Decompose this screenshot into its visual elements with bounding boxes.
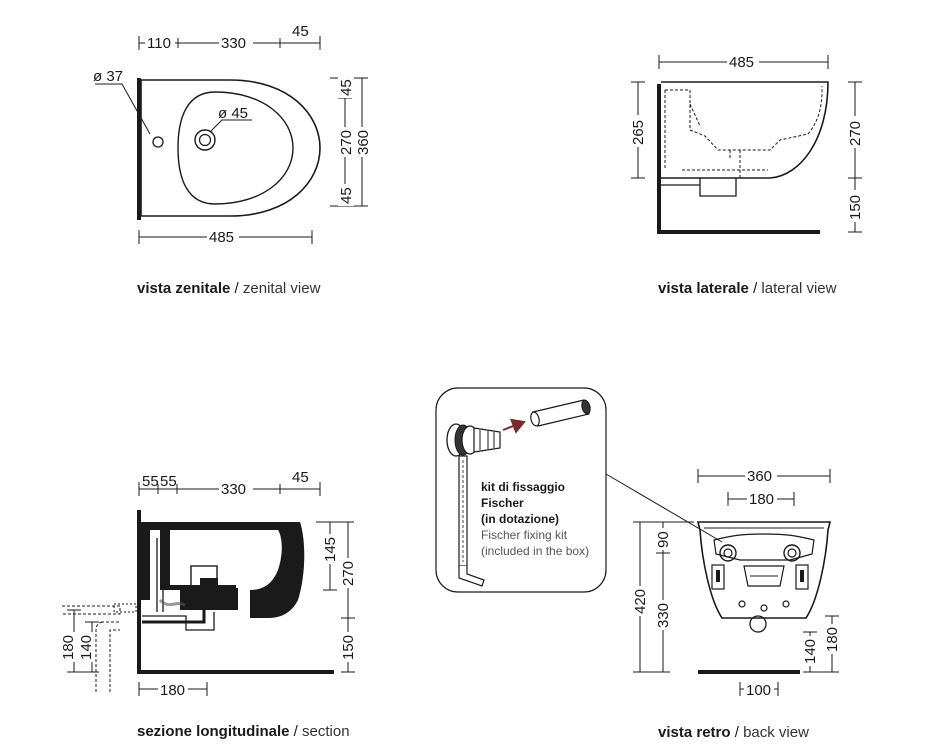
lateral-drain — [699, 178, 737, 197]
section-dim-55b: 55 — [160, 473, 177, 490]
zenital-outline — [140, 79, 321, 217]
back-dim-180-right: 180 — [824, 627, 841, 652]
caption-section-it: sezione longitudinale — [137, 723, 290, 740]
kit-dowel-icon — [530, 399, 591, 427]
zenital-dim-485: 485 — [209, 229, 234, 246]
back-dim-180-top: 180 — [749, 491, 774, 508]
caption-lateral-en: lateral view — [761, 280, 837, 297]
zenital-basin — [177, 91, 294, 205]
zenital-dim-270: 270 — [338, 130, 355, 155]
caption-section-en: section — [302, 723, 350, 740]
kit-label-it-1: kit di fissaggio — [481, 480, 565, 494]
kit-anchor-icon — [446, 423, 501, 587]
section-ceramic — [141, 522, 305, 618]
lateral-dim-265: 265 — [630, 120, 647, 145]
zenital-dim-45-right-top: 45 — [338, 79, 355, 96]
section-drain — [190, 565, 218, 587]
zenital-dim-360: 360 — [355, 130, 372, 155]
zenital-leader-37 — [95, 83, 151, 135]
zenital-view: ø 37 ø 45 110 330 45 45 270 360 45 485 — [93, 23, 372, 246]
lateral-dim-485: 485 — [729, 54, 754, 71]
lateral-outline — [661, 81, 829, 179]
back-fixing-right — [783, 544, 801, 562]
kit-label-it-3: (in dotazione) — [481, 512, 559, 526]
section-dim-180-bottom: 180 — [160, 682, 185, 699]
back-fixing-left — [719, 544, 737, 562]
caption-lateral: vista laterale / lateral view — [658, 280, 837, 297]
section-view: 55 55 330 45 145 270 150 180 140 180 — [60, 469, 357, 699]
section-dim-145: 145 — [322, 537, 339, 562]
kit-arrow-icon — [502, 418, 526, 434]
caption-zenital-it: vista zenitale — [137, 280, 231, 297]
zenital-leader-45 — [209, 119, 252, 133]
zenital-drain — [194, 129, 216, 151]
back-dim-420: 420 — [632, 589, 649, 614]
back-dim-100: 100 — [746, 682, 771, 699]
kit-leader — [605, 473, 723, 543]
back-view: 360 180 90 420 330 140 180 100 — [632, 467, 841, 699]
caption-back-en: back view — [743, 724, 809, 741]
zenital-dim-110: 110 — [147, 35, 171, 52]
fixing-kit-callout: kit di fissaggio Fischer (in dotazione) … — [435, 387, 723, 593]
back-dim-140: 140 — [802, 639, 819, 664]
section-dim-180-left: 180 — [60, 635, 77, 660]
zenital-dim-330: 330 — [221, 35, 246, 52]
back-dim-90: 90 — [655, 531, 672, 548]
section-dim-140-left: 140 — [78, 635, 95, 660]
back-dim-330: 330 — [655, 603, 672, 628]
zenital-dim-hole-small: ø 37 — [93, 68, 123, 85]
caption-back: vista retro / back view — [658, 724, 809, 741]
section-dim-330: 330 — [221, 481, 246, 498]
back-dim-360: 360 — [747, 468, 772, 485]
section-dim-270: 270 — [340, 561, 357, 586]
lateral-dim-270: 270 — [847, 121, 864, 146]
lateral-dim-150: 150 — [847, 195, 864, 220]
kit-label-en-1: Fischer fixing kit — [481, 528, 568, 542]
section-wall-floor — [137, 510, 334, 674]
zenital-dim-45-top: 45 — [292, 23, 309, 40]
kit-label-en-2: (included in the box) — [481, 544, 589, 558]
caption-zenital: vista zenitale / zenital view — [137, 280, 321, 297]
caption-lateral-it: vista laterale — [658, 280, 749, 297]
caption-zenital-en: zenital view — [242, 280, 321, 297]
back-outline — [696, 521, 832, 619]
section-dim-150: 150 — [340, 635, 357, 660]
zenital-hole — [152, 136, 164, 148]
zenital-dim-45-right-bottom: 45 — [338, 187, 355, 204]
section-dim-55a: 55 — [142, 473, 159, 490]
lateral-wall-floor — [657, 84, 820, 234]
section-dim-45: 45 — [292, 469, 309, 486]
kit-label-it-2: Fischer — [481, 496, 524, 510]
caption-section: sezione longitudinale / section — [137, 723, 350, 740]
caption-back-it: vista retro — [658, 724, 731, 741]
zenital-dim-hole-main: ø 45 — [218, 105, 248, 122]
lateral-view: 485 265 270 150 — [630, 53, 864, 234]
back-drain — [749, 615, 767, 633]
section-trap — [142, 612, 215, 631]
